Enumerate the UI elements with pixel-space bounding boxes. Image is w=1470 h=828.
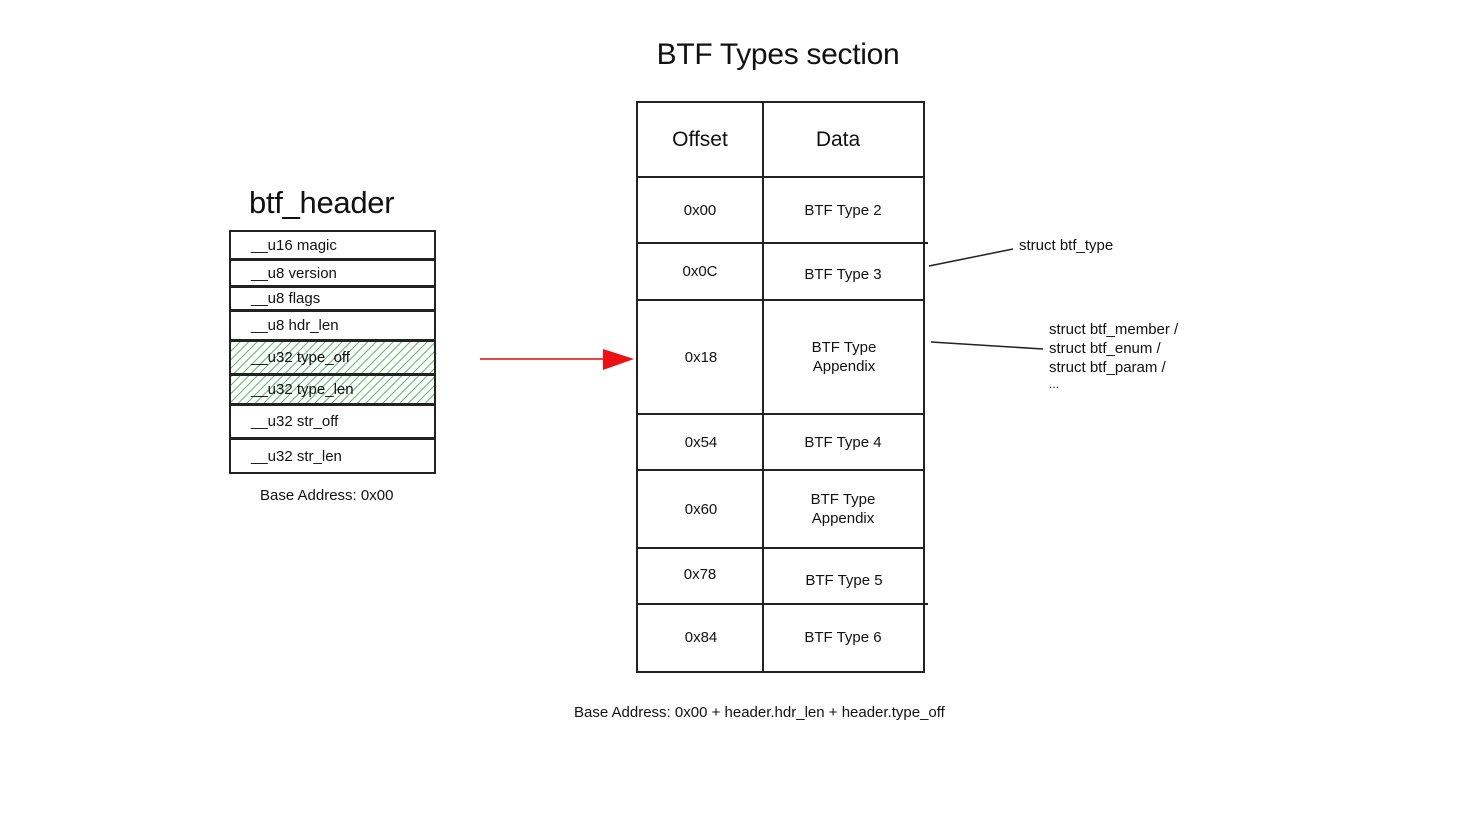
data-cell: BTF Type 6 [804, 628, 882, 646]
row-divider [638, 299, 923, 301]
data-cell: BTF Type 5 [805, 571, 883, 589]
header-field-type-len: __u32 type_len [229, 374, 436, 405]
annotation-line: struct btf_enum / [1049, 340, 1161, 357]
row-divider [638, 547, 923, 549]
section-title: BTF Types section [656, 38, 900, 71]
annotation-btf-type: struct btf_type [1019, 237, 1114, 254]
data-cell: BTF Type 2 [804, 201, 882, 219]
leader-line-btf-type [928, 248, 1014, 267]
arrow-head-icon [603, 349, 634, 370]
column-header-data: Data [815, 128, 861, 151]
field-label: __u8 flags [251, 290, 321, 307]
offset-cell: 0x60 [684, 500, 718, 518]
annotation-line: ... [1049, 377, 1060, 391]
offset-cell: 0x84 [684, 628, 718, 646]
offset-cell: 0x54 [684, 433, 718, 451]
annotation-line: struct btf_member / [1049, 321, 1179, 338]
table-base-address: Base Address: 0x00 + header.hdr_len + he… [574, 704, 945, 721]
field-label: __u32 str_len [251, 447, 342, 465]
row-divider [638, 176, 923, 178]
field-label: __u16 magic [251, 236, 337, 254]
types-table: Offset Data 0x00 BTF Type 2 0x0C BTF Typ… [636, 101, 928, 673]
header-title: btf_header [249, 185, 395, 220]
row-divider [638, 603, 928, 605]
offset-cell: 0x0C [682, 263, 718, 280]
offset-cell: 0x00 [683, 201, 717, 219]
annotation-line: struct btf_param / [1049, 359, 1166, 376]
leader-line-appendix [930, 341, 1044, 350]
header-field-str-len: __u32 str_len [229, 438, 436, 474]
data-cell: BTF Type 4 [804, 433, 882, 451]
data-cell: BTF Type Appendix [810, 491, 876, 527]
data-cell: BTF Type 3 [804, 265, 882, 283]
header-base-address: Base Address: 0x00 [260, 487, 394, 504]
annotation-appendix-structs: struct btf_member / struct btf_enum / st… [1049, 320, 1178, 391]
offset-cell: 0x78 [683, 565, 717, 583]
header-field-type-off: __u32 type_off [229, 340, 436, 375]
column-header-offset: Offset [672, 128, 728, 151]
field-label: __u32 str_off [251, 413, 339, 430]
field-label: __u8 version [251, 264, 337, 282]
field-label: __u8 hdr_len [251, 317, 339, 334]
data-cell: BTF Type Appendix [811, 339, 877, 375]
row-divider [638, 242, 928, 244]
offset-cell: 0x18 [684, 348, 718, 366]
row-divider [638, 469, 923, 471]
row-divider [638, 413, 923, 415]
column-divider [762, 103, 764, 671]
field-label: __u32 type_off [251, 349, 350, 366]
field-label: __u32 type_len [251, 381, 354, 398]
